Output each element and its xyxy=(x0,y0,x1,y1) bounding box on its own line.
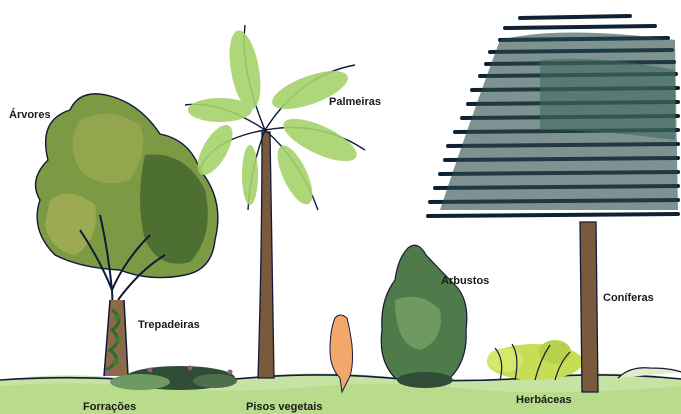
label-arvores: Árvores xyxy=(9,110,51,121)
label-pisos-vegetais: Pisos vegetais xyxy=(246,402,322,413)
tree-illustration xyxy=(36,94,218,376)
label-herbaceas: Herbáceas xyxy=(516,395,572,406)
label-coniferas: Coníferas xyxy=(603,293,654,304)
shrub-illustration xyxy=(381,245,467,388)
herbaceous-illustration xyxy=(487,340,583,380)
label-forracoes: Forrações xyxy=(83,402,136,413)
label-trepadeiras: Trepadeiras xyxy=(138,320,200,331)
label-palmeiras: Palmeiras xyxy=(329,97,381,108)
label-arbustos: Arbustos xyxy=(441,276,489,287)
